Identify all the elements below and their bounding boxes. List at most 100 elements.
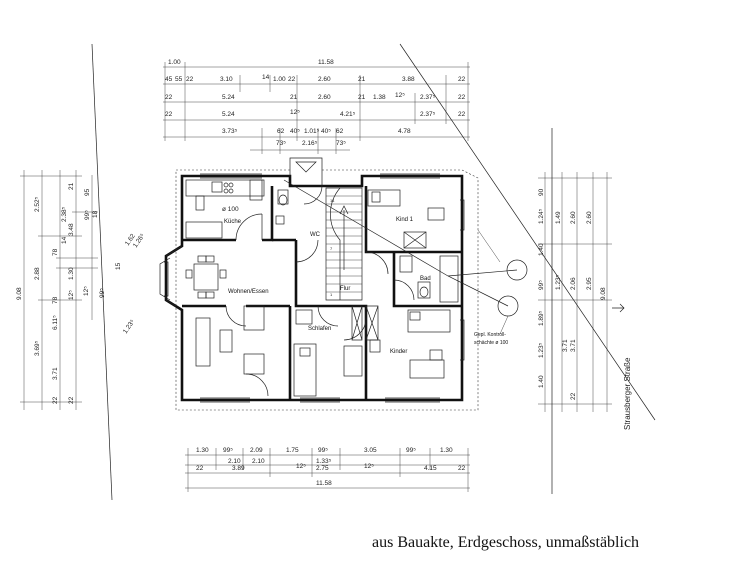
- dim-top-r2: 21: [358, 76, 366, 83]
- dim-left-c3: 2.38⁵: [61, 206, 68, 222]
- dim-top-r3: 1.38: [373, 94, 386, 101]
- dim-left-c4: 21: [68, 182, 75, 190]
- dim-top-r3: 2.37⁵: [420, 94, 436, 101]
- dim-left-c3: 14: [61, 236, 68, 244]
- dim-left-c2: 22: [52, 396, 59, 404]
- dim-right-c2: 1.49: [555, 211, 562, 224]
- dim-top-r2: 22: [288, 76, 296, 83]
- dim-left-c6: 1.23⁵: [122, 318, 137, 335]
- dim-top-r2: 3.10: [220, 76, 233, 83]
- manhole-circle: [506, 259, 528, 281]
- dim-left-c4: 3.48: [68, 223, 75, 236]
- dim-left-c1: 2.52⁵: [34, 196, 41, 212]
- dim-top-r2: 45: [165, 76, 173, 83]
- dim-top-r3: 22: [165, 94, 173, 101]
- living-room-furniture: [185, 255, 265, 375]
- dim-top-r6: 2.16⁵: [302, 140, 318, 147]
- left-dimension-chains: 9.08 2.52⁵ 2.88 3.69⁵ 78 78 6.11⁵ 3.71 2…: [16, 170, 239, 410]
- dim-top-r2: 22: [186, 76, 194, 83]
- dim-left-c2: 78: [52, 248, 59, 256]
- dim-top-r4: 4.21⁵: [340, 111, 356, 118]
- door-swings: [225, 185, 415, 397]
- room-label-wohnen-essen: Wohnen/Essen: [228, 289, 269, 295]
- dim-top-r4: 22: [458, 111, 466, 118]
- dim-right-c3: 2.06: [570, 277, 577, 290]
- dim-right-outer: 9.08: [600, 287, 607, 300]
- dim-bottom-r1: 99⁵: [223, 447, 233, 454]
- dim-left-c6: 15: [115, 262, 122, 270]
- stair-step-label: 7: [330, 246, 333, 251]
- dim-left-c4: 22: [68, 396, 75, 404]
- dim-right-c1: 1.24⁵: [538, 208, 545, 224]
- dim-window-diameter: ø 100: [222, 206, 239, 213]
- dim-top-r4: 12⁵: [290, 109, 300, 116]
- dim-left-c2: 3.71: [52, 367, 59, 380]
- bay-window: [159, 245, 183, 307]
- dim-left-c5: 99⁵: [84, 210, 91, 220]
- dim-right-c3: 22: [570, 392, 577, 400]
- dim-top-r3: 22: [458, 94, 466, 101]
- room-label-wc: WC: [310, 232, 321, 238]
- dim-left-c4: 12⁵: [83, 286, 90, 296]
- dim-right-c2: 3.71: [562, 339, 569, 352]
- dim-right-c4: 3.71: [570, 339, 577, 352]
- dim-right-c2: 1.23⁵: [555, 274, 562, 290]
- stair-step-label: 14: [330, 198, 335, 203]
- dim-bottom-r3: 22: [458, 465, 466, 472]
- bedroom-furniture: [293, 305, 363, 397]
- dim-left-c6: 95: [84, 188, 91, 196]
- street-label: Strausberger Straße: [623, 357, 632, 430]
- dim-left-c2: 78: [52, 296, 59, 304]
- room-label-kind1: Kind 1: [396, 217, 414, 223]
- caption-text: aus Bauakte, Erdgeschoss, unmaßstäblich: [372, 534, 640, 551]
- dim-top-11-58: 11.58: [318, 59, 334, 66]
- dim-right-c4: 2.95: [586, 277, 593, 290]
- room-label-bad: Bad: [420, 276, 431, 282]
- dim-top-r3: 21: [358, 94, 366, 101]
- dim-top-r5: 62: [277, 128, 285, 135]
- dim-left-c1: 3.69⁵: [34, 340, 41, 356]
- dim-top-r6: 73⁵: [276, 140, 286, 147]
- room-label-kinder: Kinder: [390, 349, 407, 355]
- dim-right-c1: 1.23⁵: [538, 342, 545, 358]
- room-labels: Küche WC Kind 1 Bad Wohnen/Essen Flur Sc…: [224, 217, 508, 355]
- dim-bottom-r1: 2.09: [250, 447, 263, 454]
- dim-bottom-r1: 99⁵: [406, 447, 416, 454]
- dim-bottom-r4: 11.58: [316, 480, 332, 487]
- staircase: 14 7 1: [325, 187, 363, 301]
- dim-right-c3: 2.60: [570, 211, 577, 224]
- dim-bottom-r1: 99⁵: [318, 447, 328, 454]
- dim-top-r3: 5.24: [222, 94, 235, 101]
- top-dimension-chains: 1.00 11.58 45 55 22 3.10 14 1.00 22 2.60…: [163, 59, 470, 154]
- dim-bottom-r3: 3.89: [232, 465, 245, 472]
- dim-right-c1: 90: [538, 188, 545, 196]
- dim-top-r5: 4.78: [398, 128, 411, 135]
- dim-right-c1: 1.40: [538, 375, 545, 388]
- dim-top-r5: 40⁵: [290, 128, 300, 135]
- dim-left-c6: 18: [92, 210, 99, 218]
- dim-left-c1: 2.88: [34, 267, 41, 280]
- room-label-kueche: Küche: [224, 219, 242, 225]
- dim-bottom-r1: 3.05: [364, 447, 377, 454]
- dim-left-c6: 99⁵: [99, 288, 106, 298]
- dim-left-c2: 6.11⁵: [52, 315, 59, 330]
- wc-fixtures: [275, 189, 289, 225]
- dim-bottom-r1: 1.30: [440, 447, 453, 454]
- dim-top-r4: 5.24: [222, 111, 235, 118]
- dim-top-r2: 1.00: [273, 76, 286, 83]
- dim-top-r2: 22: [458, 76, 466, 83]
- dim-bottom-r3: 22: [196, 465, 204, 472]
- dim-top-r4: 22: [165, 111, 173, 118]
- stair-step-label: 1: [330, 292, 333, 297]
- room-label-schlafen: Schlafen: [308, 326, 331, 332]
- dim-top-r5: 62: [336, 128, 344, 135]
- kind1-furniture: [367, 189, 445, 249]
- dim-top-r5: 40⁵: [321, 128, 331, 135]
- dim-top-r5: 1.01⁵: [304, 128, 320, 135]
- dim-right-c1: 1.89⁵: [538, 310, 545, 326]
- annotation-kontrollschaechte: Gepl. Kontroll-: [474, 332, 506, 338]
- windows: [164, 173, 465, 403]
- kinder-furniture: [365, 305, 451, 379]
- dim-left-outer: 9.08: [16, 287, 23, 300]
